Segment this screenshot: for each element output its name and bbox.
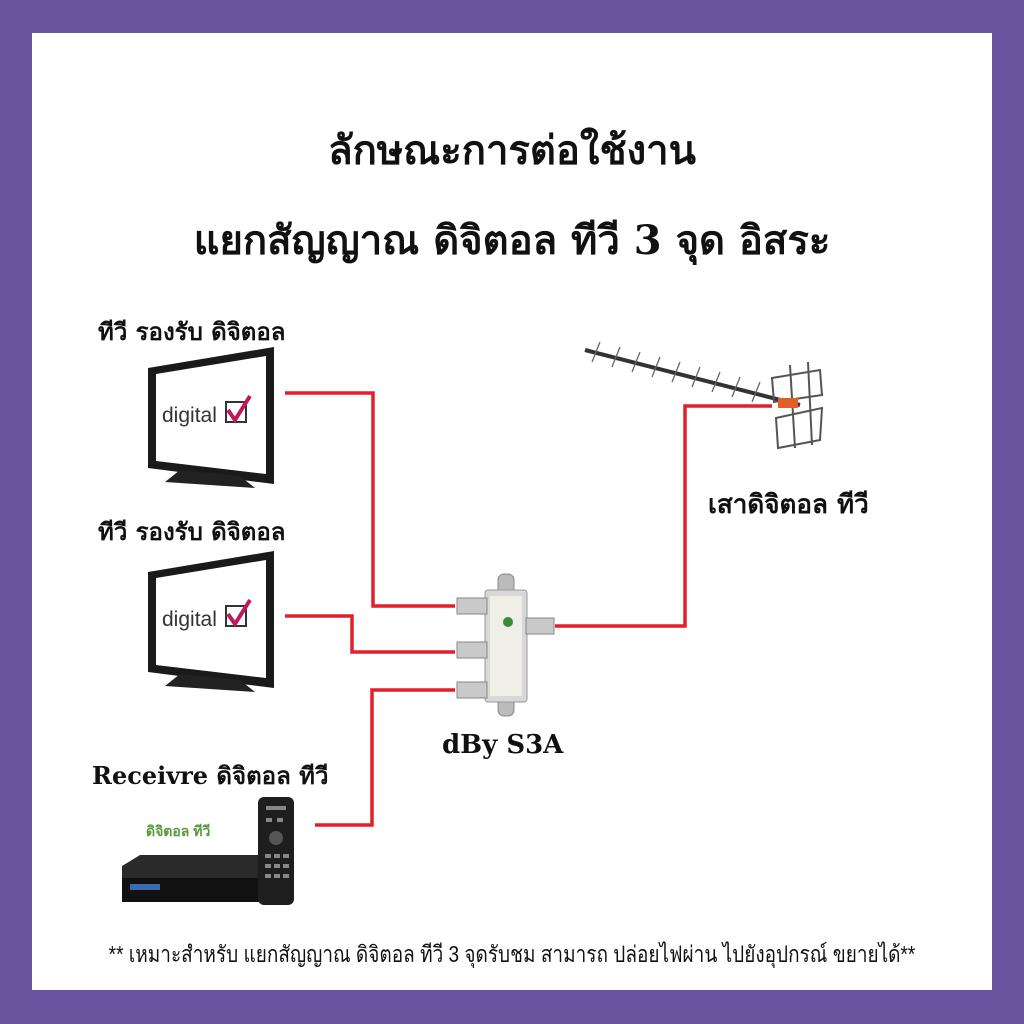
- cable-receiver: [315, 688, 455, 827]
- check-icon: [226, 394, 252, 424]
- tv-screen-text: digital: [162, 404, 217, 427]
- tv1-label: ทีวี รองรับ ดิจิตอล: [98, 317, 286, 346]
- title-line-2: แยกสัญญาณ ดิจิตอล ทีวี 3 จุด อิสระ: [193, 217, 831, 264]
- splitter-label: dBy S3A: [442, 730, 564, 760]
- splitter: [456, 573, 555, 717]
- tv-2: digital: [148, 551, 274, 692]
- receiver: ดิจิตอล ทีวี: [122, 797, 294, 905]
- diagram-panel: [32, 33, 992, 990]
- check-icon: [226, 598, 252, 628]
- remote-control: [258, 797, 294, 905]
- receiver-logo: ดิจิตอล ทีวี: [146, 823, 210, 839]
- tv-screen-text: digital: [162, 608, 217, 631]
- footer-note: ** เหมาะสำหรับ แยกสัญญาณ ดิจิตอล ทีวี 3 …: [108, 943, 916, 969]
- cable-antenna: [555, 404, 772, 628]
- tv-1: digital: [148, 347, 274, 488]
- tv2-label: ทีวี รองรับ ดิจิตอล: [98, 517, 286, 546]
- title-line-1: ลักษณะการต่อใช้งาน: [328, 127, 696, 174]
- antenna-label: เสาดิจิตอล ทีวี: [708, 490, 869, 520]
- antenna: [584, 341, 824, 450]
- cable-tv1: [285, 391, 455, 608]
- cable-tv2: [285, 614, 455, 654]
- receiver-label: Receivre ดิจิตอล ทีวี: [92, 761, 329, 790]
